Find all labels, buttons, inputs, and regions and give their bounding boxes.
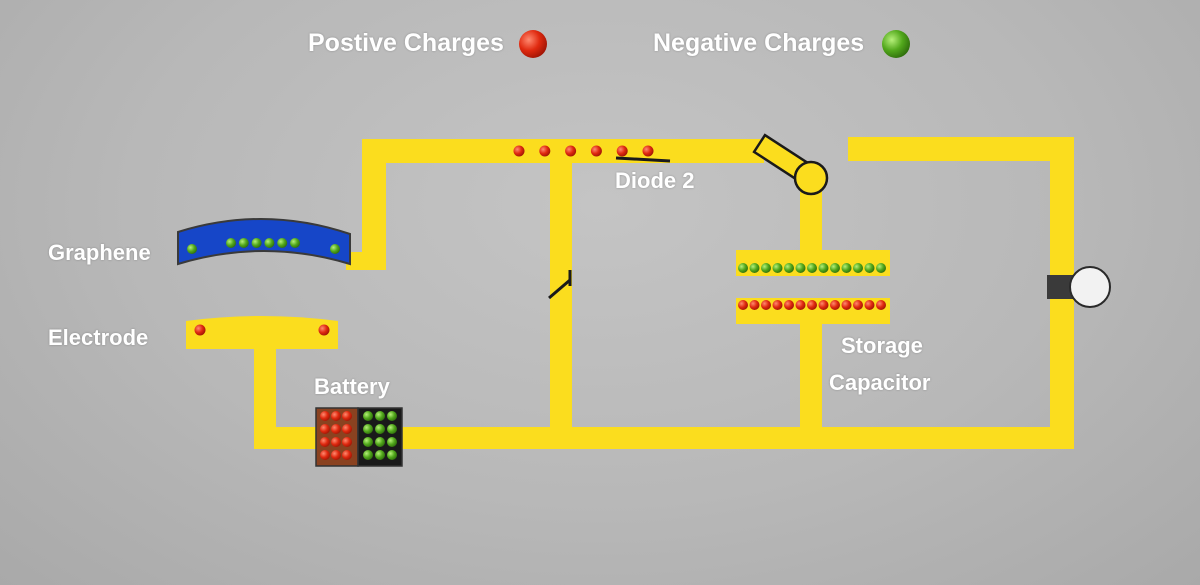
battery-negative-charge (375, 437, 385, 447)
capacitor-positive-charge (761, 300, 771, 310)
battery-positive-charge (331, 411, 341, 421)
graphene-negative-charge (226, 238, 236, 248)
capacitor-positive-charge (738, 300, 748, 310)
legend-negative-label: Negative Charges (653, 29, 865, 57)
capacitor-negative-charge (876, 263, 886, 273)
capacitor-negative-charge (864, 263, 875, 273)
battery-positive-charge (320, 437, 330, 447)
graphene-negative-charge (290, 238, 300, 248)
battery-positive-charge (331, 437, 341, 447)
capacitor-positive-charge (853, 300, 863, 310)
battery-negative-charge (363, 437, 373, 447)
battery-positive-charge (320, 450, 330, 460)
graphene-negative-charge (330, 244, 340, 254)
capacitor-negative-charge (818, 263, 829, 273)
legend-positive-label: Postive Charges (308, 29, 504, 57)
battery-positive-charge (342, 450, 352, 460)
top-wire-positive-charge (513, 145, 525, 157)
circuit-wires (254, 137, 1074, 449)
capacitor-bottom-lead (800, 322, 822, 449)
top-wire-positive-charge (616, 145, 628, 157)
top-wire-positive-charge (565, 145, 577, 157)
graphene-negative-charge (187, 244, 197, 254)
load-bulb (1047, 266, 1111, 308)
capacitor-negative-charge (784, 263, 794, 273)
battery-positive-charge (342, 424, 352, 434)
battery-positive-charge (342, 437, 352, 447)
bottom-wire (254, 427, 1074, 449)
capacitor-negative-charge (853, 263, 863, 273)
capacitor-positive-charge (876, 300, 886, 310)
electrode-stem-wire (254, 345, 276, 449)
diode-2-label: Diode 2 (615, 168, 695, 193)
capacitor-positive-charge (818, 300, 829, 310)
capacitor-positive-charge (784, 300, 794, 310)
capacitor-positive-charge (749, 300, 760, 310)
capacitor-negative-charge (830, 263, 840, 273)
capacitor-positive-charge (830, 300, 840, 310)
capacitor-positive-charge (864, 300, 875, 310)
right-top-wire (848, 137, 1074, 161)
legend-negative-charge-icon (882, 30, 910, 58)
battery-negative-charge (375, 424, 385, 434)
graphene-negative-charge (264, 238, 275, 248)
battery-negative-charge (363, 411, 373, 421)
battery-negative-charge (363, 424, 373, 434)
battery-positive-charge (342, 411, 352, 421)
graphene-negative-charge (238, 238, 249, 248)
capacitor-negative-charge (807, 263, 817, 273)
charge-dots (187, 145, 886, 460)
graphene-negative-charge (251, 238, 262, 248)
capacitor-label-line1: Storage (841, 333, 923, 358)
switch (752, 133, 829, 196)
graphene-negative-charge (277, 238, 288, 248)
graphene-sheet (177, 218, 351, 266)
capacitor-positive-charge (807, 300, 817, 310)
battery-positive-charge (331, 424, 341, 434)
legend-positive-charge-icon (519, 30, 547, 58)
capacitor-negative-charge (772, 263, 783, 273)
electrode-positive-charge (318, 324, 330, 336)
capacitor-negative-charge (795, 263, 806, 273)
battery-negative-charge (387, 411, 397, 421)
battery-negative-charge (375, 450, 385, 460)
left-vertical-wire (362, 139, 386, 270)
battery-positive-charge (320, 411, 330, 421)
capacitor-negative-charge (749, 263, 760, 273)
capacitor-label-line2: Capacitor (829, 370, 931, 395)
diode-mark-middle (548, 270, 572, 300)
battery-positive-charge (320, 424, 330, 434)
capacitor-positive-charge (841, 300, 852, 310)
capacitor-negative-charge (761, 263, 771, 273)
switch-pivot (793, 160, 829, 196)
diode-2-mark (615, 156, 671, 163)
battery-positive-charge (331, 450, 341, 460)
top-wire-positive-charge (590, 145, 602, 157)
top-wire-positive-charge (642, 145, 654, 157)
battery-negative-charge (375, 411, 385, 421)
electrode-plate (186, 316, 338, 349)
graphene-label: Graphene (48, 240, 151, 265)
capacitor-positive-charge (772, 300, 783, 310)
battery-negative-charge (387, 424, 397, 434)
graphene-stub-wire (346, 252, 386, 270)
top-wire-positive-charge (539, 145, 551, 157)
capacitor-top-lead (800, 190, 822, 252)
electrode-positive-charge (194, 324, 206, 336)
battery-label: Battery (314, 374, 390, 399)
bulb-globe (1069, 266, 1111, 308)
capacitor-negative-charge (738, 263, 748, 273)
battery-negative-charge (387, 450, 397, 460)
battery-negative-charge (387, 437, 397, 447)
electrode-label: Electrode (48, 325, 149, 350)
capacitor-negative-charge (841, 263, 852, 273)
battery-negative-charge (363, 450, 373, 460)
capacitor-positive-charge (795, 300, 806, 310)
